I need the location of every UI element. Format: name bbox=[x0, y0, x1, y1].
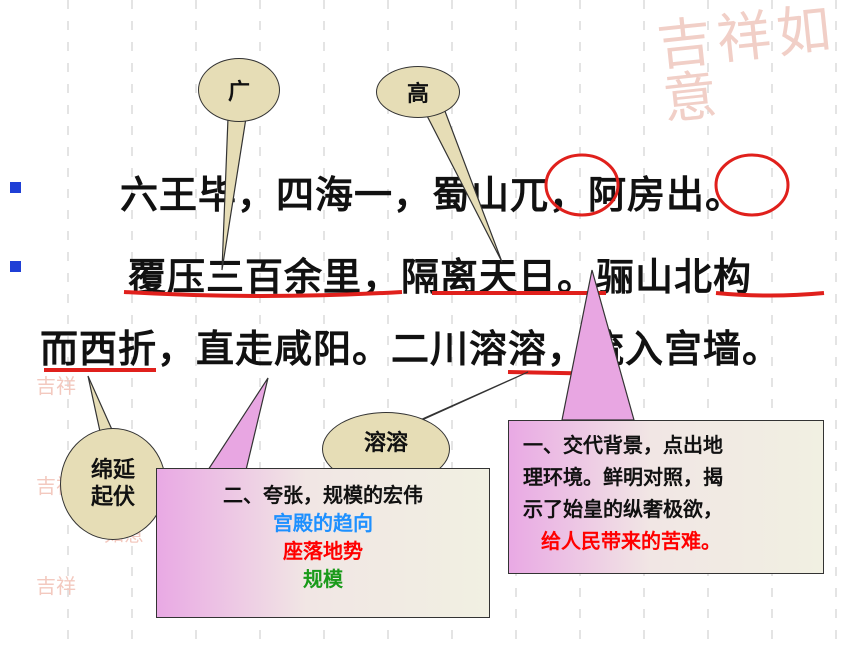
decorative-seal-large: 吉祥如意 bbox=[654, 0, 834, 132]
box-background-line3: 示了始皇的纵奢极欲， bbox=[523, 497, 723, 521]
text-line-2: 覆压三百余里，隔离天日。骊山北构 bbox=[128, 255, 753, 299]
box-background-line2: 理环境。鲜明对照，揭 bbox=[523, 465, 723, 489]
bullet-marker bbox=[10, 182, 21, 193]
callout-mianyan-line1: 绵延 bbox=[90, 457, 135, 483]
callout-guang: 广 bbox=[198, 58, 280, 122]
box-background-line1: 一、交代背景，点出地 bbox=[523, 433, 723, 457]
box-background-line4: 给人民带来的苦难。 bbox=[541, 529, 721, 553]
callout-gao: 高 bbox=[376, 66, 460, 118]
decorative-seal-small: 吉祥 bbox=[36, 574, 76, 598]
callout-mianyan-line2: 起伏 bbox=[90, 485, 135, 510]
text-line-3: 而西折，直走咸阳。二川溶溶，流入宫墙。 bbox=[40, 327, 782, 371]
callout-taotao-label: 溶溶 bbox=[363, 431, 408, 456]
callout-mianyan: 绵延 起伏 bbox=[60, 428, 166, 540]
box-scale-item-size: 规模 bbox=[303, 567, 343, 591]
box-scale-title: 二、夸张，规模的宏伟 bbox=[223, 483, 423, 507]
text-line-1: 六王毕，四海一，蜀山兀，阿房出。 bbox=[120, 173, 745, 217]
box-scale-item-terrain: 座落地势 bbox=[283, 539, 363, 563]
annotation-box-background: 一、交代背景，点出地 理环境。鲜明对照，揭 示了始皇的纵奢极欲， 给人民带来的苦… bbox=[508, 420, 824, 574]
box-scale-item-orientation: 宫殿的趋向 bbox=[273, 511, 373, 535]
decorative-seal-small: 吉祥 bbox=[36, 374, 76, 398]
annotation-box-scale: 二、夸张，规模的宏伟 宫殿的趋向 座落地势 规模 bbox=[156, 468, 490, 618]
bullet-marker bbox=[10, 261, 21, 272]
